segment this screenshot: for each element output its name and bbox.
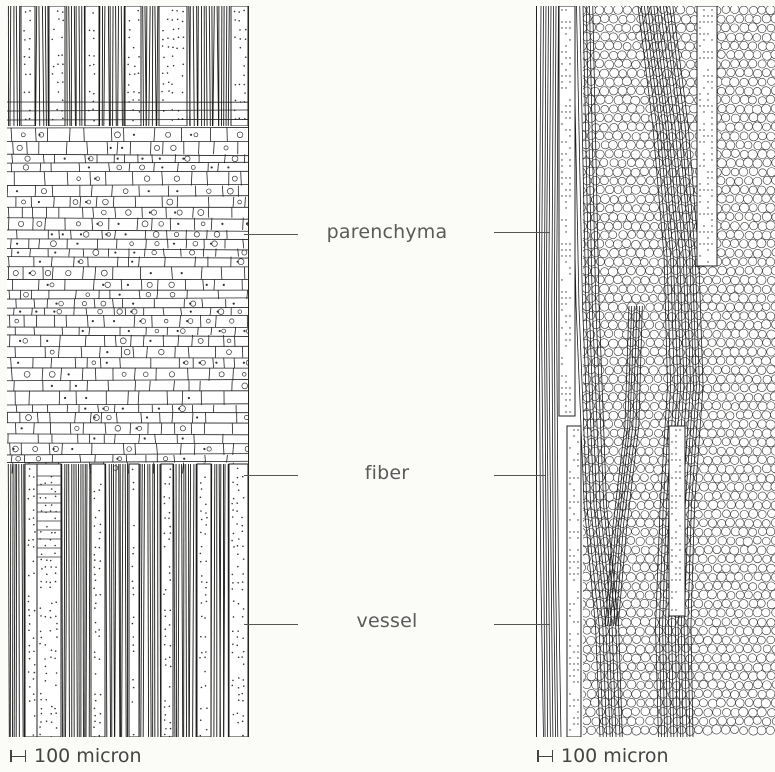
right-micrograph-drawing <box>537 6 775 737</box>
left-top-fibers <box>7 6 248 126</box>
left-micrograph-panel <box>7 6 249 737</box>
right-scale-label: 100 micron <box>561 745 669 767</box>
vessel-leader-left <box>244 624 298 625</box>
left-scale-bar: 100 micron <box>10 745 142 767</box>
left-micrograph-drawing <box>7 6 248 737</box>
fiber-leader-left <box>244 475 298 476</box>
scale-bar-icon <box>537 749 553 763</box>
vessel-leader-right <box>494 624 550 625</box>
left-bottom-fibers <box>8 464 248 737</box>
parenchyma-leader-left <box>244 234 298 235</box>
vessel-label: vessel <box>292 610 482 632</box>
fiber-label: fiber <box>292 462 482 484</box>
right-scale-bar: 100 micron <box>537 745 669 767</box>
parenchyma-label: parenchyma <box>292 221 482 243</box>
right-micrograph-panel <box>536 6 775 737</box>
scale-bar-icon <box>10 749 26 763</box>
left-scale-label: 100 micron <box>34 745 142 767</box>
fiber-leader-right <box>494 475 546 476</box>
left-parenchyma-rays <box>7 126 248 473</box>
parenchyma-leader-right <box>494 232 550 233</box>
